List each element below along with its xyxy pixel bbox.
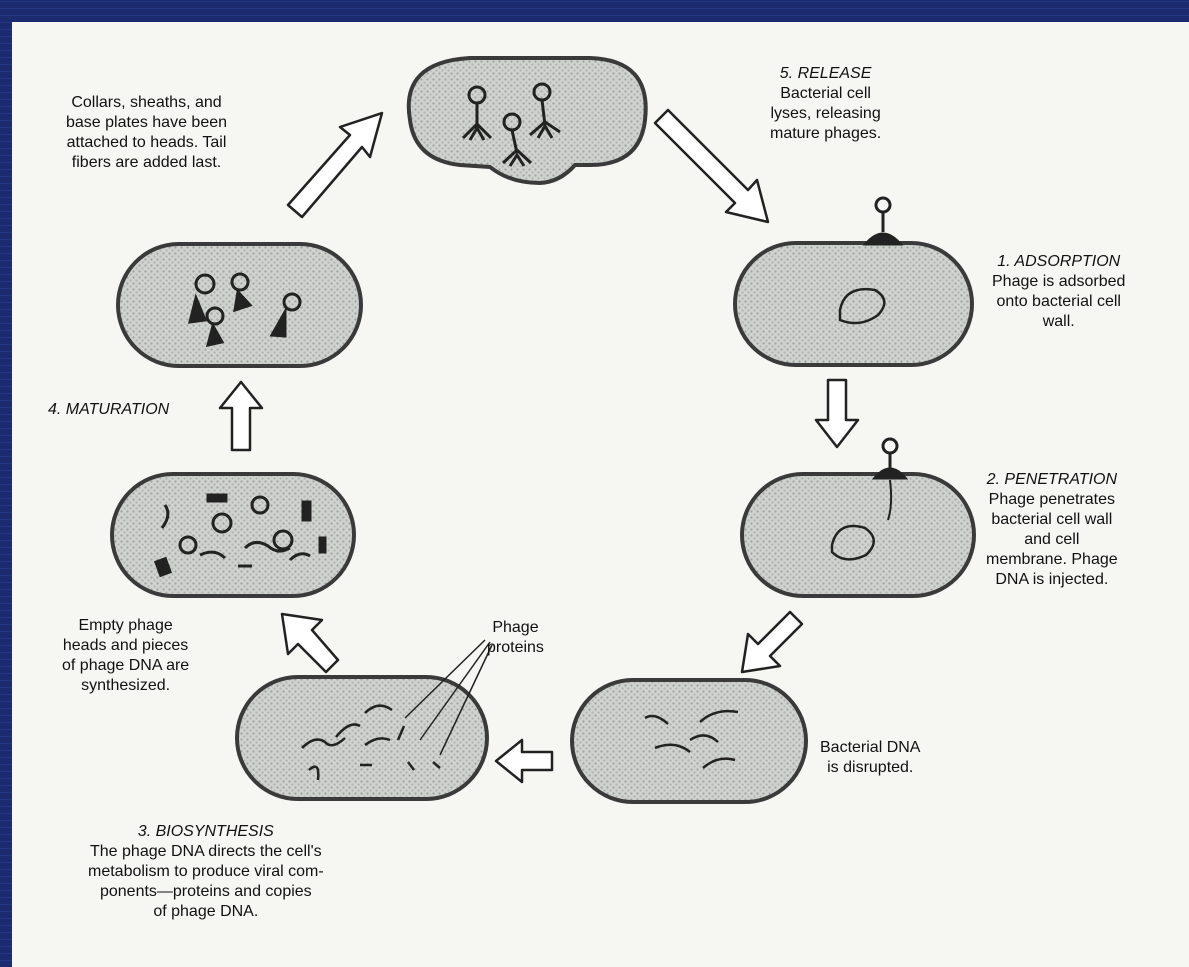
biosynthesis-line-1: The phage DNA directs the cell's (88, 842, 324, 862)
phage-attached-icon (866, 198, 900, 244)
adsorption-line-3: wall. (992, 312, 1125, 332)
penetration-title: 2. PENETRATION (986, 470, 1118, 490)
biosynthesis-line-3: ponents—proteins and copies (88, 882, 324, 902)
biosynthesis-line-4: of phage DNA. (88, 902, 324, 922)
label-phage-proteins: Phage proteins (487, 618, 544, 658)
label-release: 5. RELEASE Bacterial cell lyses, releasi… (770, 64, 881, 144)
label-maturation: 4. MATURATION (48, 400, 169, 420)
label-synthesized: Empty phage heads and pieces of phage DN… (62, 616, 189, 696)
biosynthesis-title: 3. BIOSYNTHESIS (88, 822, 324, 842)
label-disrupted: Bacterial DNA is disrupted. (820, 738, 920, 778)
release-line-1: Bacterial cell (770, 84, 881, 104)
penetration-line-2: bacterial cell wall (986, 510, 1118, 530)
arrow-to-penetration (816, 380, 858, 447)
label-assembled: Collars, sheaths, and base plates have b… (66, 93, 227, 173)
cell-penetration (742, 474, 974, 596)
cell-adsorption (735, 243, 972, 365)
adsorption-title: 1. ADSORPTION (992, 252, 1125, 272)
cell-release (409, 58, 646, 183)
assembled-line-1: Collars, sheaths, and (66, 93, 227, 113)
adsorption-line-2: onto bacterial cell (992, 292, 1125, 312)
arrow-to-adsorption (655, 110, 768, 222)
adsorption-line-1: Phage is adsorbed (992, 272, 1125, 292)
cell-biosynthesis (237, 677, 487, 799)
synthesized-line-3: of phage DNA are (62, 656, 189, 676)
release-line-3: mature phages. (770, 124, 881, 144)
arrow-to-disrupted (742, 612, 802, 672)
biosynthesis-line-2: metabolism to produce viral com- (88, 862, 324, 882)
disrupted-line-2: is disrupted. (820, 758, 920, 778)
penetration-line-4: membrane. Phage (986, 550, 1118, 570)
disrupted-line-1: Bacterial DNA (820, 738, 920, 758)
release-title: 5. RELEASE (770, 64, 881, 84)
cell-synthesized (112, 474, 354, 596)
label-biosynthesis: 3. BIOSYNTHESIS The phage DNA directs th… (88, 822, 324, 922)
penetration-line-3: and cell (986, 530, 1118, 550)
assembled-line-4: fibers are added last. (66, 153, 227, 173)
penetration-line-1: Phage penetrates (986, 490, 1118, 510)
arrow-to-biosynthesis (496, 740, 552, 782)
maturation-title: 4. MATURATION (48, 400, 169, 420)
cell-disrupted (572, 680, 806, 802)
arrow-maturation (220, 382, 262, 450)
assembled-line-3: attached to heads. Tail (66, 133, 227, 153)
synthesized-line-2: heads and pieces (62, 636, 189, 656)
synthesized-line-4: synthesized. (62, 676, 189, 696)
arrow-to-release (288, 113, 382, 217)
arrow-to-synthesized (282, 614, 338, 672)
phage-proteins-line-1: Phage (487, 618, 544, 638)
phage-proteins-line-2: proteins (487, 638, 544, 658)
release-line-2: lyses, releasing (770, 104, 881, 124)
penetration-line-5: DNA is injected. (986, 570, 1118, 590)
synthesized-line-1: Empty phage (62, 616, 189, 636)
label-penetration: 2. PENETRATION Phage penetrates bacteria… (986, 470, 1118, 590)
assembled-line-2: base plates have been (66, 113, 227, 133)
label-adsorption: 1. ADSORPTION Phage is adsorbed onto bac… (992, 252, 1125, 332)
